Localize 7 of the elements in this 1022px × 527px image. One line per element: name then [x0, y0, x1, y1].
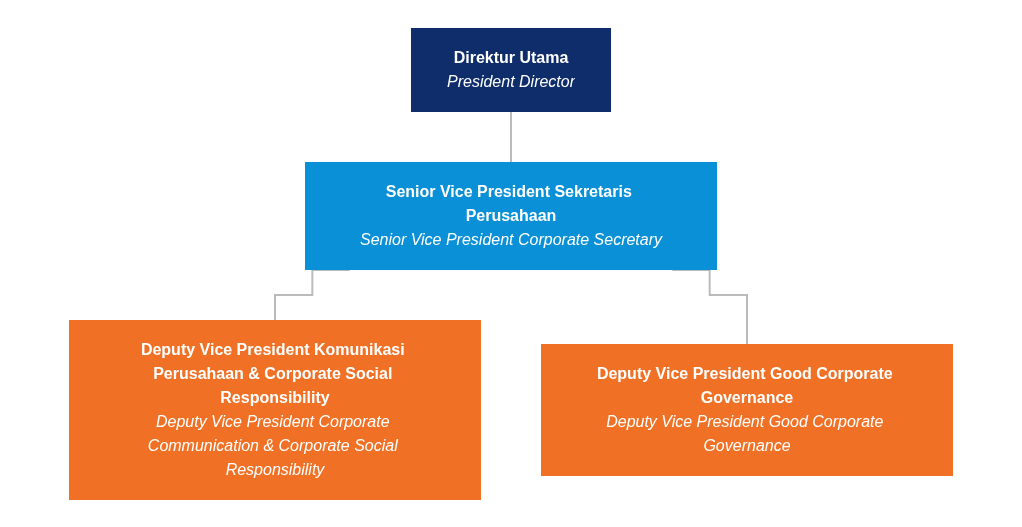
connector: [510, 110, 512, 163]
node-box: Senior Vice President Sekretaris Perusahaan Senior Vice President Corporate Secretary: [305, 161, 717, 270]
node-box: Direktur Utama President Director: [411, 27, 611, 112]
connector: [274, 268, 351, 321]
node-box: Deputy Vice President Komunikasi Perusahaan & Corporate Social Responsibility Deputy Vice President Corporate Communication & Corporate Social Responsibility: [69, 319, 481, 500]
connector: [671, 268, 748, 345]
node-box: Deputy Vice President Good Corporate Governance Deputy Vice President Good Corporate Governance: [541, 343, 953, 476]
